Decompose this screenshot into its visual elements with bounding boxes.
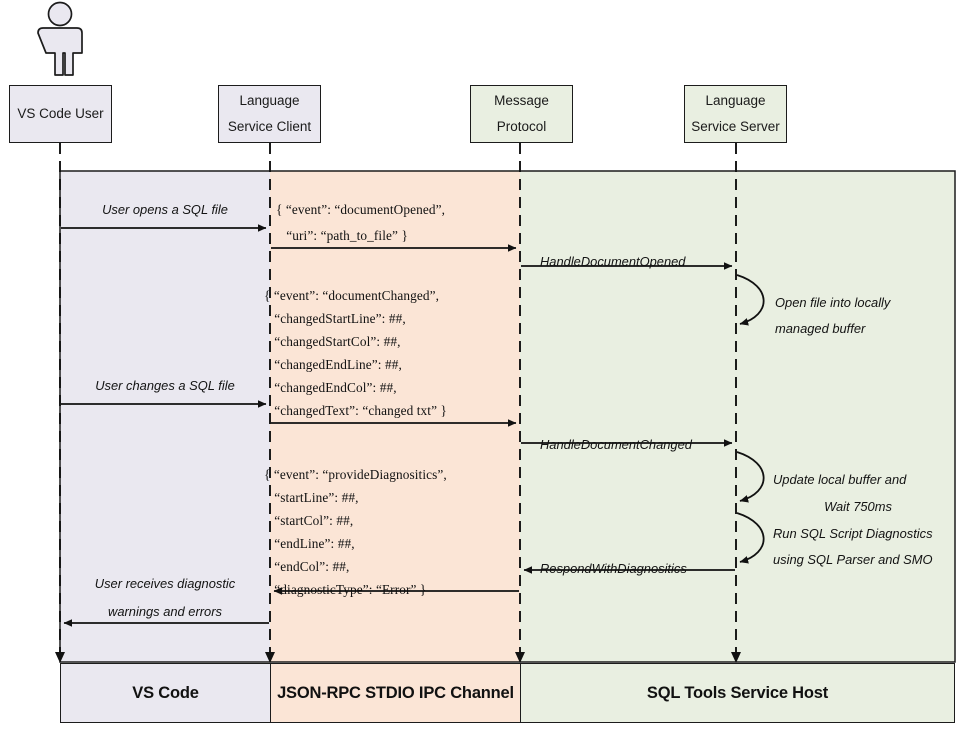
footer-label: VS Code — [132, 683, 199, 702]
json-document-changed-line-2: “changedStartLine”: ##, — [264, 311, 406, 326]
message-label-handle-document-changed: HandleDocumentChanged — [540, 437, 692, 452]
json-provide-diagnositics-line-1: { “event”: “provideDiagnositics”, — [264, 467, 447, 482]
note-run-sql-diagnostics-line2: using SQL Parser and SMO — [773, 552, 933, 567]
message-label-respond-with-diagnositics: RespondWithDiagnositics — [540, 561, 687, 576]
participant-label-line1: Message — [494, 93, 549, 109]
participant-label-line2: Service Client — [227, 119, 312, 134]
footer-vs-code[interactable]: VS Code — [60, 663, 271, 723]
json-provide-diagnositics-line-6: “diagnosticType”: “Error” } — [264, 582, 427, 597]
note-open-file-locally-line1: Open file into locally — [775, 295, 891, 310]
selfloop-open-file-locally — [736, 274, 765, 326]
message-label-handle-document-opened: HandleDocumentOpened — [540, 254, 686, 269]
json-document-changed-line-1: { “event”: “documentChanged”, — [264, 288, 440, 303]
note-update-buffer-wait-line1: Update local buffer and — [773, 472, 907, 487]
participant-label-line2: Service Server — [691, 119, 780, 134]
message-label-user-receives-diagnostics-line2: warnings and errors — [108, 604, 222, 619]
participant-label-line1: Language — [705, 93, 766, 109]
participant-label-line2: Protocol — [496, 119, 547, 134]
json-document-changed-line-4: “changedEndLine”: ##, — [264, 357, 402, 372]
note-open-file-locally-line2: managed buffer — [775, 321, 866, 336]
participant-label-line1: VS Code User — [17, 106, 104, 122]
json-document-changed-line-3: “changedStartCol”: ##, — [264, 334, 401, 349]
participant-label-line1: Language — [239, 93, 300, 109]
message-label-user-receives-diagnostics-line1: User receives diagnostic — [94, 576, 236, 591]
json-provide-diagnositics-line-3: “startCol”: ##, — [264, 513, 354, 528]
message-label-user-changes-sql-file: User changes a SQL file — [95, 378, 235, 393]
footer-label: SQL Tools Service Host — [646, 683, 829, 702]
band-jsonrpc — [270, 171, 520, 662]
footer-sql-tools-service-host[interactable]: SQL Tools Service Host — [520, 663, 955, 723]
participant-language-service-client[interactable]: Language Service Client — [218, 85, 321, 143]
json-document-opened-line-1: { “event”: “documentOpened”, — [276, 202, 446, 217]
participant-language-service-server[interactable]: Language Service Server — [684, 85, 787, 143]
note-run-sql-diagnostics-line1: Run SQL Script Diagnostics — [773, 526, 933, 541]
json-document-changed-line-6: “changedText”: “changed txt” } — [264, 403, 448, 418]
selfloop-run-sql-diagnostics — [736, 512, 765, 564]
json-provide-diagnositics-line-2: “startLine”: ##, — [264, 490, 359, 505]
band-vs-code — [60, 171, 270, 662]
participant-vs-code-user[interactable]: VS Code User — [9, 85, 112, 143]
participant-message-protocol[interactable]: Message Protocol — [470, 85, 573, 143]
actor-stick-figure — [37, 1, 83, 76]
json-document-changed-line-5: “changedEndCol”: ##, — [264, 380, 397, 395]
selfloop-update-buffer-wait — [736, 451, 765, 503]
note-update-buffer-wait-line2: Wait 750ms — [824, 499, 892, 514]
json-document-opened-line-2: “uri”: “path_to_file” } — [276, 228, 408, 243]
json-provide-diagnositics-line-4: “endLine”: ##, — [264, 536, 355, 551]
json-provide-diagnositics-line-5: “endCol”: ##, — [264, 559, 350, 574]
band-sql-tools-host — [520, 171, 955, 662]
message-label-user-opens-sql-file: User opens a SQL file — [102, 202, 228, 217]
footer-label: JSON-RPC STDIO IPC Channel — [277, 683, 514, 702]
footer-jsonrpc-stdio-ipc-channel[interactable]: JSON-RPC STDIO IPC Channel — [270, 663, 521, 723]
